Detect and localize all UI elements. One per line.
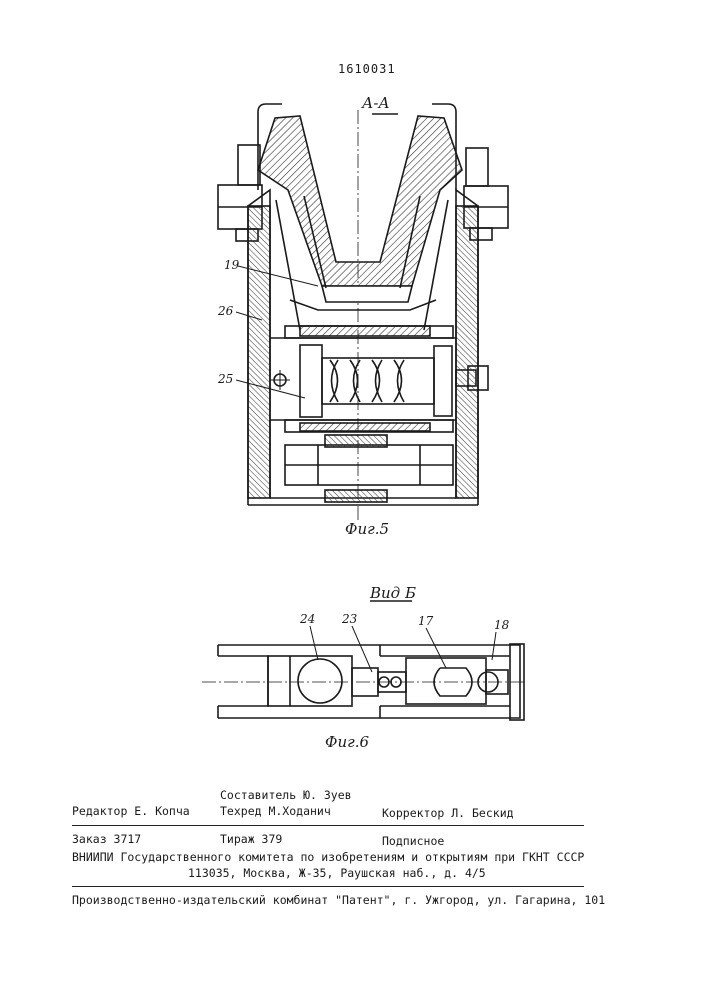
imprint-rule-1 <box>72 825 584 826</box>
fig6-label-18: 18 <box>494 618 509 632</box>
imprint-institute: ВНИИПИ Государственного комитета по изоб… <box>72 850 584 864</box>
figure-6-caption: Фиг.6 <box>325 733 369 751</box>
fig6-label-24: 24 <box>300 612 315 626</box>
fig6-label-23: 23 <box>342 612 357 626</box>
imprint-editor: Редактор Е. Копча <box>72 804 190 818</box>
imprint-techred: Техред М.Ходанич <box>220 804 331 818</box>
view-label: Вид Б <box>370 584 416 602</box>
imprint-order: Заказ 3717 <box>72 832 141 846</box>
imprint-circulation: Тираж 379 <box>220 832 282 846</box>
imprint-corrector: Корректор Л. Бескид <box>382 806 514 820</box>
imprint-subscription: Подписное <box>382 834 444 848</box>
imprint-rule-2 <box>72 886 584 887</box>
imprint-compiler: Составитель Ю. Зуев <box>220 788 352 802</box>
fig6-label-17: 17 <box>418 614 433 628</box>
figure-6-drawing <box>0 0 707 760</box>
imprint-address: 113035, Москва, Ж-35, Раушская наб., д. … <box>188 866 486 880</box>
imprint-publisher: Производственно-издательский комбинат "П… <box>72 893 605 907</box>
